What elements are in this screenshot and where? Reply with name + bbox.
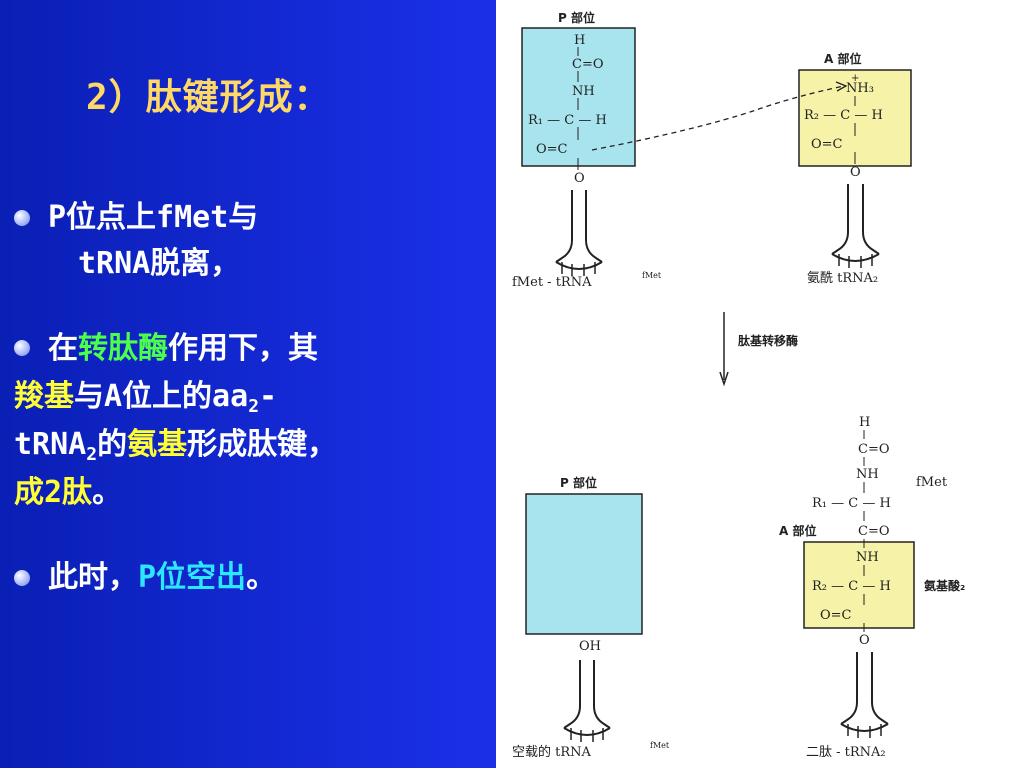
empty-trna-superscript: fMet <box>650 741 670 750</box>
top-p-site-label: P 部位 <box>558 10 595 25</box>
aminoacyl-trna-label: 氨酰 tRNA₂ <box>807 271 878 286</box>
top-a-site-label: A 部位 <box>824 51 861 66</box>
bullet-2-line-4: 成2肽。 <box>14 475 123 510</box>
bottom-p-site-label: P 部位 <box>560 475 597 490</box>
top-a-o-c: O=C <box>811 137 843 152</box>
top-a-plus: + <box>851 73 859 84</box>
bottom-fmet-label: fMet <box>916 475 948 490</box>
dipeptide-trna-label: 二肽 - tRNA₂ <box>806 745 886 760</box>
trna-loop-icon <box>555 261 603 270</box>
bullet-2-line-1: 在转肽酶作用下，其 <box>48 331 318 366</box>
bottom-nh-1: NH <box>856 467 879 482</box>
fmet-trna-label: fMet - tRNA <box>512 275 592 290</box>
bottom-a-site-box <box>803 541 915 629</box>
top-a-site-box <box>798 69 912 167</box>
slide-title: 2）肽键形成： <box>86 77 331 118</box>
bullet-3-text: 此时，P位空出。 <box>48 560 277 595</box>
bottom-r2: R₂ — C — H <box>812 579 891 594</box>
p-site-empty-term: P位空出 <box>138 560 247 595</box>
top-p-h: H <box>574 33 585 48</box>
top-p-c-o: C=O <box>572 57 604 72</box>
trna-loop-icon <box>563 727 611 736</box>
bottom-a-site-label: A 部位 <box>779 523 816 538</box>
diagram-svg: P 部位 H C=O NH R₁ — C — H O=C O fMet - tR… <box>512 10 965 760</box>
bottom-c-o-1: C=O <box>858 442 890 457</box>
peptide-bond-diagram: P 部位 H C=O NH R₁ — C — H O=C O fMet - tR… <box>496 0 1024 768</box>
carboxyl-term: 羧基 <box>14 379 74 414</box>
bullet-1-text: P位点上fMet与 tRNA脱离， <box>48 195 258 287</box>
trna-loop-icon <box>831 253 880 262</box>
enzyme-label: 肽基转移酶 <box>738 333 798 348</box>
trna-stem-icon <box>563 660 611 729</box>
attack-dashed-arrow <box>591 85 845 151</box>
top-p-nh: NH <box>572 84 595 99</box>
bottom-o-c: O=C <box>820 608 852 623</box>
dipeptide-term: 成2肽 <box>14 475 93 510</box>
bottom-c-o-2: C=O <box>858 524 890 539</box>
amino-acid-label: 氨基酸₂ <box>924 578 965 593</box>
trna-stem-icon <box>840 652 889 725</box>
bullet-2-text: 在转肽酶作用下，其 羧基与A位上的aa2- tRNA2的氨基形成肽键， 成2肽。 <box>14 325 337 517</box>
bullet-2-line-2: 羧基与A位上的aa2- <box>14 379 278 417</box>
trna-loop-icon <box>840 723 889 732</box>
bottom-p-oh: OH <box>579 639 601 654</box>
trna-stem-icon <box>831 184 880 255</box>
top-a-o: O <box>850 165 861 180</box>
bottom-o: O <box>859 633 870 648</box>
empty-trna-label: 空载的 tRNA <box>512 744 592 760</box>
arrow-head-icon <box>719 371 729 387</box>
bullet-dot-icon <box>14 570 30 586</box>
top-p-r1: R₁ — C — H <box>528 113 607 128</box>
top-a-r2: R₂ — C — H <box>804 108 883 123</box>
bottom-h: H <box>859 415 870 430</box>
top-a-nh3: NH₃ <box>846 81 874 96</box>
top-p-o-c: O=C <box>536 142 568 157</box>
bottom-nh-2: NH <box>856 550 879 565</box>
bullet-1-line-1: P位点上fMet与 <box>48 200 259 235</box>
bullet-dot-icon <box>14 340 30 356</box>
bullet-1-line-2: tRNA脱离， <box>78 246 241 281</box>
enzyme-term: 转肽酶 <box>78 331 168 366</box>
amino-term: 氨基 <box>127 427 188 462</box>
bottom-r1: R₁ — C — H <box>812 496 891 511</box>
trna-stem-icon <box>555 190 603 263</box>
bullet-dot-icon <box>14 210 30 226</box>
top-p-o: O <box>574 171 585 186</box>
bullet-2-line-3: tRNA2的氨基形成肽键， <box>14 427 338 465</box>
fmet-trna-superscript: fMet <box>642 271 662 280</box>
bottom-p-site-box <box>525 493 643 635</box>
